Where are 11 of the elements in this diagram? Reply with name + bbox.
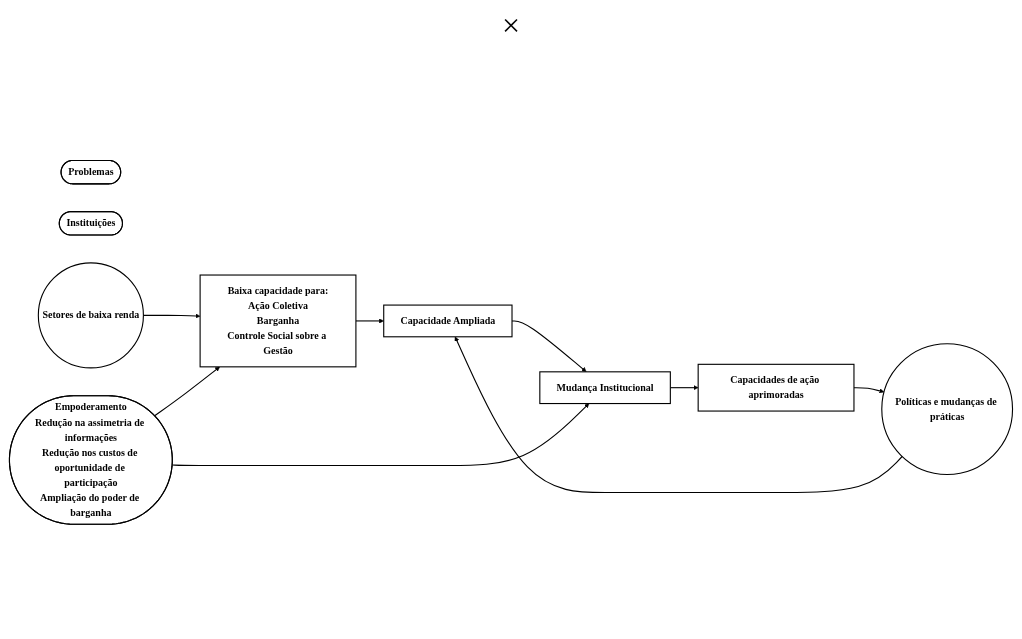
node-circle: Políticas e mudanças de práticas (881, 343, 1014, 476)
arrow (853, 387, 885, 394)
node-circle: Setores de baixa renda (37, 262, 144, 369)
node-box: Capacidades de ação aprimoradas (697, 363, 855, 412)
arrow (454, 336, 903, 494)
arrow (355, 318, 384, 324)
node-box: Capacidade Ampliada (383, 304, 513, 338)
node-box: Mudança Institucional (539, 371, 671, 405)
arrow (154, 366, 220, 417)
node-box: Baixa capacidade para: Ação Coletiva Barganha Controle Social sobre a Gestão (199, 274, 357, 368)
cross-mark: × (501, 6, 520, 44)
